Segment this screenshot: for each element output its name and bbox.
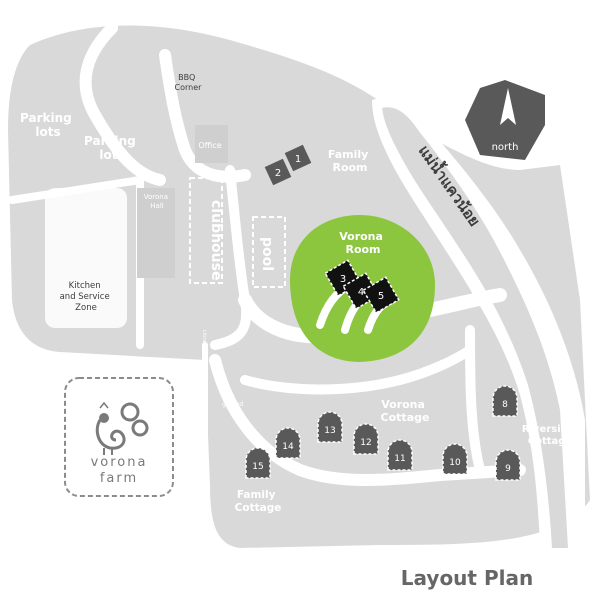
cottage-9-shape <box>495 449 521 481</box>
cottage-11: 11 <box>387 439 413 471</box>
cottage-9: 9 <box>495 449 521 481</box>
cottage-15-number: 15 <box>252 462 263 472</box>
vorona-room-unit-5-number: 5 <box>378 291 384 302</box>
vorona-room-label: Vorona Room <box>339 230 387 256</box>
river <box>372 98 585 551</box>
peacock-icon <box>95 401 149 455</box>
cottage-12: 12 <box>353 423 379 455</box>
family-cottage-label: Family Cottage <box>235 489 282 514</box>
family-room-unit-2 <box>264 158 292 186</box>
cottage-13-shape <box>317 411 343 443</box>
cottage-10: 10 <box>442 443 468 475</box>
playground-label: play ground <box>222 393 243 408</box>
cottage-8-shape <box>492 385 518 417</box>
family-room-unit-2-number: 2 <box>275 168 281 179</box>
family-room-unit-1 <box>284 144 312 172</box>
family-room-unit-1-number: 1 <box>295 154 301 165</box>
vorona-farm-logo: vorona farm <box>64 377 174 497</box>
vorona-cottage-label: Vorona Cottage <box>381 398 430 424</box>
logo-text-line1: vorona <box>91 455 148 470</box>
kitchen-label: Kitchen and Service Zone <box>60 281 113 313</box>
cottage-14-shape <box>275 427 301 459</box>
parking-lots-2-label: Parking lots <box>84 134 140 162</box>
cottage-12-number: 12 <box>360 438 371 448</box>
logo-frame <box>64 377 174 497</box>
family-room-label: Family Room <box>328 148 372 174</box>
pool-label: pool <box>259 237 275 271</box>
cottage-15: 15 <box>245 447 271 479</box>
vorona-room-unit-4-number: 4 <box>358 287 364 298</box>
library-room-label: Library Room <box>201 330 207 363</box>
cottage-12-shape <box>353 423 379 455</box>
cottage-11-shape <box>387 439 413 471</box>
family-room-units: 1 2 <box>264 144 312 186</box>
cottage-10-shape <box>442 443 468 475</box>
cottage-9-number: 9 <box>505 464 511 474</box>
vorona-room-unit-3-number: 3 <box>340 274 346 285</box>
cottage-14: 14 <box>275 427 301 459</box>
cottage-8-number: 8 <box>502 400 508 410</box>
office-label: Office <box>198 141 221 150</box>
vorona-room-unit-5 <box>362 276 400 314</box>
vorona-room-units: 3 4 5 <box>324 259 400 314</box>
river-channel <box>382 107 568 549</box>
pool-area <box>252 216 286 288</box>
north-label: north <box>492 142 519 153</box>
cottage-11-number: 11 <box>394 454 405 464</box>
riverside-cottage-label: Riverside Cottage <box>522 424 578 447</box>
cottage-8: 8 <box>492 385 518 417</box>
clubhouse-label: clubhouse <box>208 200 224 280</box>
kitchen-service-zone-area <box>45 188 127 328</box>
clubhouse-area <box>189 177 223 284</box>
cottage-10-number: 10 <box>449 458 461 468</box>
bbq-corner-label: BBQ Corner <box>175 73 203 92</box>
cottage-13: 13 <box>317 411 343 443</box>
office-area <box>195 125 228 163</box>
parking-lots-1-label: Parking lots <box>20 111 76 139</box>
cottage-14-number: 14 <box>282 442 294 452</box>
north-indicator: north <box>465 80 545 160</box>
vorona-hall-area <box>137 188 175 278</box>
cottage-13-number: 13 <box>324 426 335 436</box>
logo-text-line2: farm <box>100 471 138 486</box>
page-title: Layout Plan <box>401 566 533 590</box>
north-arrow-icon <box>500 88 516 125</box>
cottages: 15 14 13 12 11 10 8 9 <box>245 385 521 481</box>
cottage-15-shape <box>245 447 271 479</box>
vorona-hall-label: Vorona Hall <box>144 193 171 210</box>
